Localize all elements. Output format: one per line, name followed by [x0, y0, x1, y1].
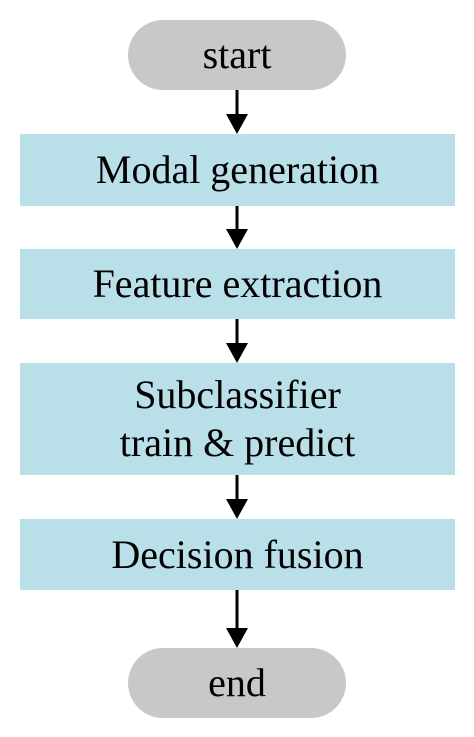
start-label: start [202, 32, 272, 77]
arrow-head [226, 229, 248, 249]
arrow-subclassifier-to-fusion [226, 475, 248, 519]
arrow-head [226, 343, 248, 363]
decision-fusion-step: Decision fusion [20, 519, 455, 590]
feature-extraction-step: Feature extraction [20, 249, 455, 319]
subclassifier-label-line-1: Subclassifier [134, 372, 341, 417]
decision-fusion-label: Decision fusion [111, 531, 364, 577]
end-node: end [128, 648, 346, 718]
subclassifier-step: Subclassifier train & predict [20, 363, 455, 475]
arrow-modal-to-feature [226, 206, 248, 249]
arrow-head [226, 499, 248, 519]
arrow-feature-to-subclassifier [226, 319, 248, 363]
arrow-start-to-modal [226, 90, 248, 134]
arrow-fusion-to-end [226, 590, 248, 648]
feature-extraction-label: Feature extraction [92, 261, 383, 306]
modal-generation-label: Modal generation [95, 147, 380, 192]
start-node: start [128, 20, 346, 90]
modal-generation-step: Modal generation [20, 134, 455, 206]
arrow-head [226, 114, 248, 134]
end-label: end [208, 660, 266, 705]
subclassifier-label-line-2: train & predict [119, 420, 356, 465]
arrow-head [226, 628, 248, 648]
